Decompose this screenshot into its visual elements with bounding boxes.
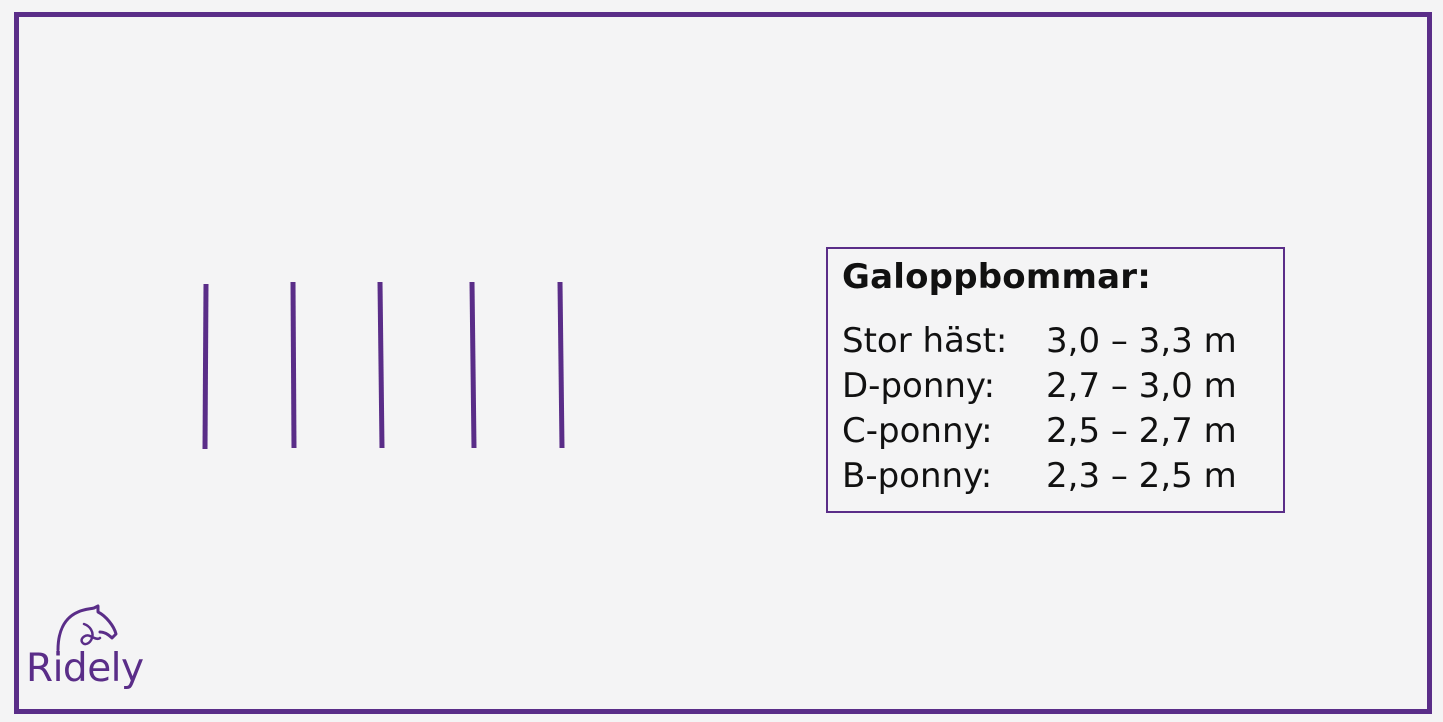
ground-pole <box>202 283 209 450</box>
legend-distance: 3,0 – 3,3 m <box>1046 321 1237 361</box>
legend-category: D-ponny: <box>842 366 996 406</box>
distance-legend: Galoppbommar: Stor häst: 3,0 – 3,3 m D-p… <box>826 247 1285 513</box>
legend-category: B-ponny: <box>842 456 993 496</box>
ground-pole <box>290 281 297 449</box>
logo-text: Ridely <box>26 646 144 691</box>
legend-distance: 2,5 – 2,7 m <box>1046 411 1237 451</box>
legend-category: Stor häst: <box>842 321 1008 361</box>
ridely-logo: Ridely <box>26 600 146 700</box>
legend-distance: 2,3 – 2,5 m <box>1046 456 1237 496</box>
legend-distance: 2,7 – 3,0 m <box>1046 366 1237 406</box>
ground-pole <box>377 281 385 449</box>
legend-category: C-ponny: <box>842 411 993 451</box>
legend-title: Galoppbommar: <box>842 257 1151 297</box>
ground-pole <box>557 281 565 449</box>
ground-pole <box>469 281 477 449</box>
horse-head-icon <box>56 604 118 652</box>
